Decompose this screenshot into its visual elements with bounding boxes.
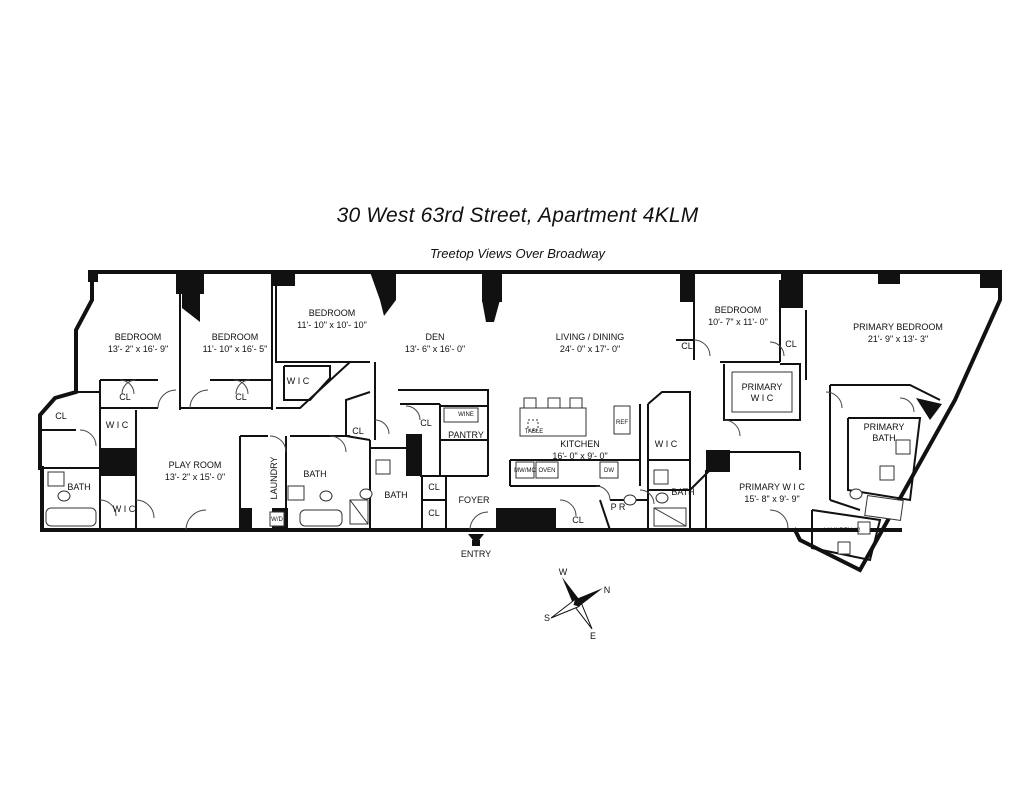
exterior-walls <box>38 270 1002 573</box>
room-dims-bedroom-1: 13'- 2" x 16'- 9" <box>108 344 168 354</box>
door-swings <box>79 339 915 531</box>
bath-label: BATH <box>303 469 326 479</box>
powder-room-label: P R <box>611 502 626 512</box>
closet-label: CL <box>785 339 797 349</box>
ref-label: REF <box>616 420 628 426</box>
closet-label: CL <box>235 392 247 402</box>
room-name-living-dining: LIVING / DINING <box>556 332 625 342</box>
closet-label: CL <box>420 418 432 428</box>
closet-label: CL <box>352 426 364 436</box>
room-labels: BEDROOM 13'- 2" x 16'- 9" BEDROOM 11'- 1… <box>55 305 943 559</box>
wic-label: W I C <box>106 420 129 430</box>
wic-label: W I C <box>655 439 678 449</box>
compass-n: N <box>604 585 611 595</box>
wine-label: WINE <box>458 412 474 418</box>
compass-s: S <box>544 613 550 623</box>
foyer-label: FOYER <box>458 495 490 505</box>
dishwasher-label: DW <box>604 468 614 474</box>
room-name-primary-wic-large: PRIMARY W I C <box>739 482 805 492</box>
closet-label: CL <box>428 508 440 518</box>
room-name-bedroom-3: BEDROOM <box>309 308 356 318</box>
closet-label: CL <box>119 392 131 402</box>
room-dims-den: 13'- 6" x 16'- 0" <box>405 344 465 354</box>
entry-label: ENTRY <box>461 549 491 559</box>
room-name-bedroom-2: BEDROOM <box>212 332 259 342</box>
bath-label: BATH <box>671 487 694 497</box>
microwave-label: MW/MC <box>514 468 536 474</box>
room-name-kitchen: KITCHEN <box>560 439 600 449</box>
compass-icon: W N S E <box>544 567 611 641</box>
page-title: 30 West 63rd Street, Apartment 4KLM <box>336 204 699 227</box>
primary-bath-label: PRIMARY <box>864 422 905 432</box>
washer-dryer-label: W/D <box>271 517 283 523</box>
room-name-bedroom-1: BEDROOM <box>115 332 162 342</box>
primary-bath-label-2: BATH <box>872 433 895 443</box>
room-dims-primary-bedroom: 21'- 9" x 13'- 3" <box>868 334 928 344</box>
page-subtitle: Treetop Views Over Broadway <box>429 246 606 261</box>
laundry-2-label: LAUNDRY #2 <box>824 528 861 534</box>
closet-label: CL <box>428 482 440 492</box>
compass-e: E <box>590 631 596 641</box>
interior-walls <box>40 272 941 562</box>
closet-label: CL <box>572 515 584 525</box>
room-name-den: DEN <box>425 332 444 342</box>
laundry-label: LAUNDRY <box>269 457 279 500</box>
room-dims-bedroom-4: 10'- 7" x 11'- 0" <box>708 317 768 327</box>
bath-label: BATH <box>67 482 90 492</box>
room-name-play-room: PLAY ROOM <box>169 460 222 470</box>
room-dims-kitchen: 16'- 0" x 9'- 0" <box>552 451 607 461</box>
room-dims-living-dining: 24'- 0" x 17'- 0" <box>560 344 620 354</box>
room-dims-primary-wic-large: 15'- 8" x 9'- 9" <box>744 494 799 504</box>
closet-label: CL <box>55 411 67 421</box>
room-name-bedroom-4: BEDROOM <box>715 305 762 315</box>
room-dims-bedroom-3: 11'- 10" x 10'- 10" <box>297 320 367 330</box>
pantry-label: PANTRY <box>448 430 484 440</box>
closet-label: CL <box>681 341 693 351</box>
wic-label: W I C <box>113 504 136 514</box>
oven-label: OVEN <box>538 468 555 474</box>
compass-w: W <box>559 567 568 577</box>
entry-arrow-icon <box>468 534 484 544</box>
room-dims-play-room: 13'- 2" x 15'- 0" <box>165 472 225 482</box>
table-label: TABLE <box>525 429 544 435</box>
wic-label: W I C <box>287 376 310 386</box>
room-name-primary-bedroom: PRIMARY BEDROOM <box>853 322 943 332</box>
bath-label: BATH <box>384 490 407 500</box>
column-piers <box>88 270 1000 530</box>
primary-wic-label-2: W I C <box>751 393 774 403</box>
room-dims-bedroom-2: 11'- 10" x 16'- 5" <box>203 344 268 354</box>
primary-wic-label: PRIMARY <box>742 382 783 392</box>
fixtures <box>45 397 911 555</box>
